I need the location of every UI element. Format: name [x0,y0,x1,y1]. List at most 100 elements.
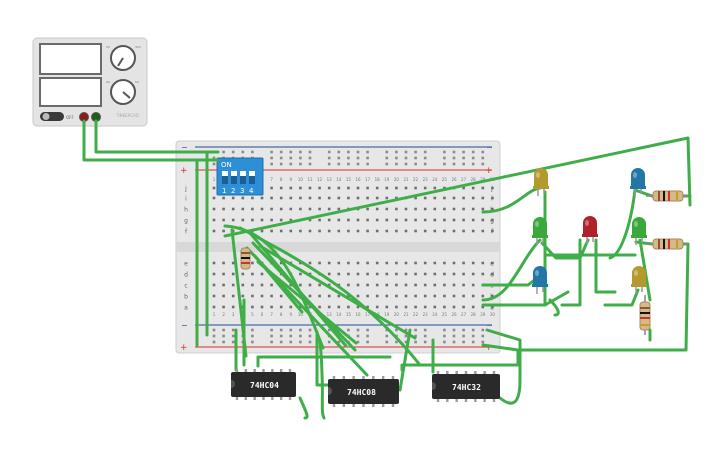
rail-hole[interactable] [471,340,475,344]
breadboard-hole[interactable] [347,196,350,200]
breadboard-holes[interactable] [212,150,494,344]
breadboard-hole[interactable] [385,272,389,276]
rail-hole[interactable] [481,328,485,332]
leds[interactable] [532,168,647,294]
breadboard-hole[interactable] [270,229,273,233]
rail-hole[interactable] [299,334,302,338]
wire[interactable] [560,238,582,307]
rail-hole[interactable] [356,328,360,332]
breadboard-hole[interactable] [318,283,321,287]
breadboard-hole[interactable] [231,218,235,222]
breadboard-hole[interactable] [423,218,427,222]
breadboard-hole[interactable] [366,218,369,222]
rail-hole[interactable] [366,150,369,154]
rail-hole[interactable] [222,150,225,154]
breadboard-hole[interactable] [462,186,465,190]
rail-hole[interactable] [251,340,254,344]
rail-hole[interactable] [471,334,475,338]
breadboard-hole[interactable] [385,261,389,265]
breadboard-hole[interactable] [241,272,245,276]
rail-hole[interactable] [423,156,427,160]
breadboard-hole[interactable] [231,196,235,200]
wire[interactable] [82,119,220,162]
breadboard-hole[interactable] [414,261,417,265]
breadboard-hole[interactable] [433,218,437,222]
resistor[interactable] [646,190,688,202]
rail-hole[interactable] [279,162,283,166]
breadboard-hole[interactable] [443,186,446,190]
wire[interactable] [315,330,332,387]
breadboard-hole[interactable] [433,294,437,298]
breadboard-hole[interactable] [395,272,398,276]
rail-hole[interactable] [337,162,341,166]
wire[interactable] [400,343,520,372]
breadboard-hole[interactable] [279,305,283,309]
rail-hole[interactable] [452,162,456,166]
breadboard-hole[interactable] [481,218,485,222]
breadboard-hole[interactable] [443,272,446,276]
rail-hole[interactable] [356,334,360,338]
breadboard-hole[interactable] [347,283,350,287]
breadboard-hole[interactable] [289,229,293,233]
breadboard-hole[interactable] [212,305,216,309]
breadboard-hole[interactable] [462,229,465,233]
breadboard-hole[interactable] [414,196,417,200]
breadboard-hole[interactable] [289,186,293,190]
dip-toggle-2[interactable] [231,171,237,176]
rail-hole[interactable] [462,156,465,160]
breadboard-hole[interactable] [251,272,254,276]
rail-hole[interactable] [366,334,369,338]
breadboard-hole[interactable] [375,261,379,265]
breadboard-hole[interactable] [481,261,485,265]
breadboard-hole[interactable] [433,272,437,276]
rail-hole[interactable] [423,334,427,338]
rail-hole[interactable] [279,156,283,160]
breadboard-hole[interactable] [433,229,437,233]
breadboard-hole[interactable] [471,207,475,211]
led[interactable] [532,266,548,294]
breadboard-hole[interactable] [366,283,369,287]
rail-hole[interactable] [404,328,408,332]
rail-hole[interactable] [452,156,456,160]
breadboard-hole[interactable] [356,294,360,298]
led[interactable] [533,168,549,196]
breadboard-hole[interactable] [270,207,273,211]
breadboard-hole[interactable] [299,229,302,233]
led[interactable] [582,216,598,244]
breadboard-hole[interactable] [327,283,331,287]
rail-hole[interactable] [414,328,417,332]
led[interactable] [630,168,646,196]
rail-hole[interactable] [270,150,273,154]
breadboard-hole[interactable] [491,305,494,309]
breadboard-hole[interactable] [452,294,456,298]
breadboard-hole[interactable] [222,207,225,211]
breadboard-hole[interactable] [327,261,331,265]
breadboard-hole[interactable] [491,261,494,265]
breadboard-hole[interactable] [356,272,360,276]
breadboard-hole[interactable] [212,207,216,211]
breadboard-hole[interactable] [414,229,417,233]
breadboard-hole[interactable] [375,207,379,211]
rail-hole[interactable] [337,340,341,344]
rail-hole[interactable] [347,156,350,160]
breadboard-hole[interactable] [337,261,341,265]
breadboard-hole[interactable] [414,207,417,211]
breadboard-hole[interactable] [395,261,398,265]
breadboard-hole[interactable] [462,196,465,200]
breadboard-hole[interactable] [433,283,437,287]
dip-toggle-1[interactable] [222,171,228,176]
breadboard-hole[interactable] [318,207,321,211]
breadboard-hole[interactable] [481,196,485,200]
rail-hole[interactable] [404,150,408,154]
breadboard-hole[interactable] [279,196,283,200]
breadboard-hole[interactable] [318,261,321,265]
breadboard-hole[interactable] [404,305,408,309]
breadboard-hole[interactable] [251,305,254,309]
dip-toggle-4[interactable] [249,171,255,176]
breadboard-hole[interactable] [452,283,456,287]
rail-hole[interactable] [212,328,216,332]
rail-hole[interactable] [289,150,293,154]
dip-switch[interactable]: ON 1 2 3 4 [216,157,264,196]
breadboard-hole[interactable] [471,272,475,276]
rail-hole[interactable] [414,150,417,154]
